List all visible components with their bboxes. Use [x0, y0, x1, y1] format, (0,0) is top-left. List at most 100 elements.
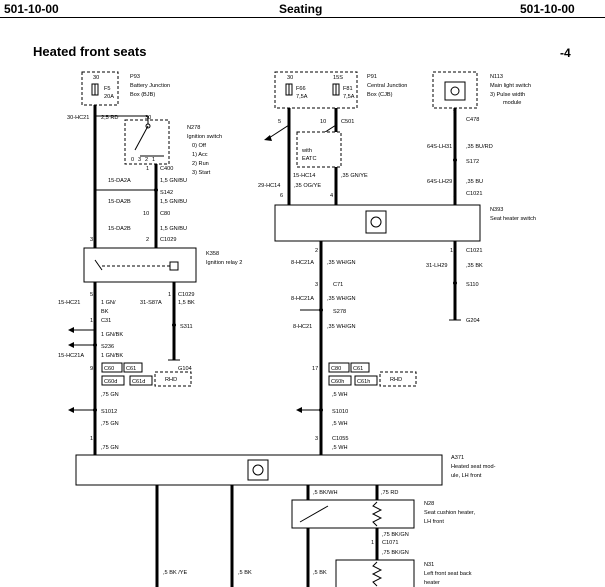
wire-15da2b-2: 15-DA2B — [108, 226, 131, 232]
c80-pin: 10 — [143, 211, 149, 217]
c501-label: C501 — [341, 119, 354, 125]
c1055-pin-3: 3 — [315, 436, 318, 442]
s1010-label: S1010 — [332, 409, 348, 415]
c80-pin-17: 17 — [312, 366, 318, 372]
wire-15hc14: 15-HC14 — [293, 173, 315, 179]
n393-pin-1: 1 — [453, 193, 456, 199]
k358-ignition-relay: K358 Ignition relay 2 — [83, 247, 242, 283]
n278-p1: 1 — [152, 157, 155, 163]
n278-id: N278 — [187, 125, 200, 131]
k358-label: Ignition relay 2 — [206, 260, 242, 266]
n278-state-1: 1) Acc — [192, 152, 208, 158]
wire-5bkye: ,5 BK /YE — [163, 570, 188, 576]
wire-35gnye: ,35 GN/YE — [341, 173, 368, 179]
wire-bk: BK — [101, 309, 109, 315]
wire-31s87a: 31-S87A — [140, 300, 162, 306]
n278-p3: 3 — [138, 157, 141, 163]
c61-label-2: C61 — [353, 366, 363, 372]
n31-seat-back-heater: N31 Left front seat back heater — [335, 559, 472, 587]
n278-state-3: 3) Start — [192, 170, 211, 176]
c60-pin-9: 9 — [90, 366, 93, 372]
c1021-pin-1: 1 — [450, 248, 453, 254]
wire-75gn-3: ,75 GN — [101, 445, 119, 451]
section-title: Heated front seats — [33, 44, 147, 59]
wire-75bkgn: ,75 BK/GN — [382, 532, 409, 538]
s311-label: S311 — [180, 324, 193, 330]
n113-id: N113 — [490, 74, 503, 80]
n393-pin-4: 4 — [330, 193, 333, 199]
c501-pin-5: 5 — [278, 119, 281, 125]
wire-35burd: ,35 BU/RD — [466, 144, 493, 150]
c31-label: C31 — [101, 318, 111, 324]
wire-15da2b: 15-DA2B — [108, 199, 131, 205]
c1055-pin-1: 1 — [90, 436, 93, 442]
s142-label: S142 — [160, 190, 173, 196]
a371-id: A371 — [451, 455, 464, 461]
n278-state-2: 2) Run — [192, 161, 209, 167]
wire-75rd: ,75 RD — [381, 490, 398, 496]
p93-fuse: F5 — [104, 86, 111, 92]
p93-label-2: Box (BJB) — [130, 92, 155, 98]
n393-seat-heater-switch: N393 Seat heater switch — [274, 204, 536, 242]
wire-31lh29: 31-LH29 — [426, 263, 447, 269]
wire-75gn-2: ,75 GN — [101, 421, 119, 427]
s172-label: S172 — [466, 159, 479, 165]
n393-pin-2: 2 — [315, 248, 318, 254]
wire-15gnbu-3: 1,5 GN/BU — [160, 226, 187, 232]
c501-pin-10: 10 — [320, 119, 326, 125]
c60-label: C60 — [104, 366, 114, 372]
n278-state-0: 0) Off — [192, 143, 206, 149]
wire-5wh: ,5 WH — [332, 392, 348, 398]
p91-label-2: Box (CJB) — [367, 92, 393, 98]
wire-5bkwh: ,5 BK/WH — [313, 490, 338, 496]
c61-label: C61 — [126, 366, 136, 372]
n31-label-1: Left front seat back — [424, 571, 472, 577]
s278-label: S278 — [333, 309, 346, 315]
wire-8hc21a-2: 8-HC21A — [291, 296, 314, 302]
k358-pin-2: 2 — [146, 237, 149, 243]
wire-35bu: ,35 BU — [466, 179, 483, 185]
k358-pin-1: 1 — [168, 292, 171, 298]
n393-pin-6: 6 — [280, 193, 283, 199]
p91-pin-2: 15S — [333, 75, 343, 81]
header-left: 501-10-00 — [4, 2, 59, 16]
c80-label: C80 — [160, 211, 170, 217]
eatc-label-1: with — [301, 148, 312, 154]
wire-5bk-2: ,5 BK — [313, 570, 327, 576]
g104-label: G104 — [178, 366, 192, 372]
p91-amp-1: 7,5A — [296, 94, 308, 100]
k358-pin-3: 3 — [90, 237, 93, 243]
c1021-label-2: C1021 — [466, 248, 482, 254]
wire-64slh29: 64S-LH29 — [427, 179, 452, 185]
n278-p0: 0 — [131, 157, 134, 163]
wire-5wh-2: ,5 WH — [332, 421, 348, 427]
p93-battery-junction-box: 30 F5 20A P93 Battery Junction Box (BJB) — [81, 71, 170, 106]
c60h-label: C60h — [331, 379, 344, 385]
n393-id: N393 — [490, 207, 503, 213]
n31-label-2: heater — [424, 580, 440, 586]
wire-30hc21: 30-HC21 — [67, 115, 89, 121]
p93-amp: 20A — [104, 94, 114, 100]
n28-id: N28 — [424, 501, 434, 507]
wire-15gnbu-2: 1,5 GN/BU — [160, 199, 187, 205]
rhd-label-2: RHD — [390, 377, 402, 383]
n278-ignition-switch: 30 0 3 2 1 N278 Ignition switch 0) Off 1… — [124, 115, 222, 176]
c1021-label: C1021 — [466, 191, 482, 197]
c1055-label: C1055 — [332, 436, 348, 442]
wire-35bk: ,35 BK — [466, 263, 483, 269]
wire-5wh-3: ,5 WH — [332, 445, 348, 451]
c1029-label: C1029 — [160, 237, 176, 243]
p91-pin-1: 30 — [287, 75, 293, 81]
p93-label-1: Battery Junction — [130, 83, 170, 89]
n393-label: Seat heater switch — [490, 216, 536, 222]
k358-pin-5: 5 — [90, 292, 93, 298]
wire-8hc21a: 8-HC21A — [291, 260, 314, 266]
c80-label-2: C80 — [331, 366, 341, 372]
c1071-pin: 1 — [371, 540, 374, 546]
wire-75bkgn-2: ,75 BK/GN — [382, 550, 409, 556]
n31-id: N31 — [424, 562, 434, 568]
p91-id: P91 — [367, 74, 377, 80]
n28-label-2: LH front — [424, 519, 444, 525]
wire-35ogye: ,35 OG/YE — [294, 183, 321, 189]
